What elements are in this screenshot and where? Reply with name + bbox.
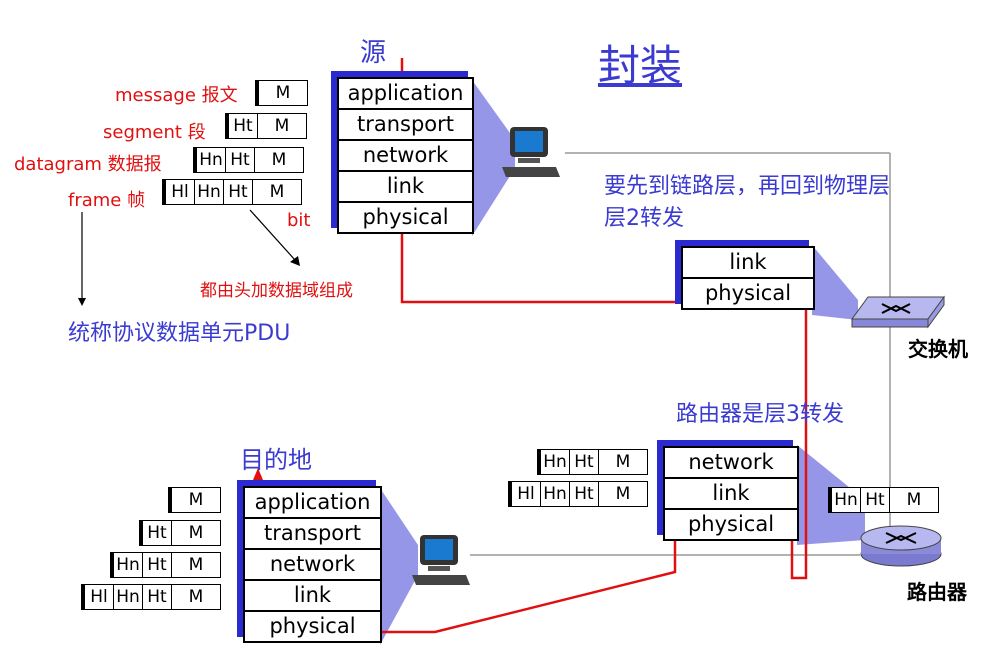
- pdu-frame-label: frame 帧: [68, 190, 146, 211]
- destination-label: 目的地: [240, 446, 312, 474]
- pdu-datagram-label: datagram 数据报: [14, 154, 162, 175]
- pdu-bit-label: bit: [287, 210, 311, 231]
- pdu-summary: 统称协议数据单元PDU: [68, 321, 291, 346]
- pdu-segment-label: segment 段: [103, 122, 206, 143]
- router-label: 路由器: [907, 580, 967, 604]
- source-label: 源: [360, 38, 387, 68]
- pdu-message-label: message 报文: [115, 85, 238, 106]
- packet-message: M: [258, 80, 308, 106]
- layer-network: network: [339, 141, 472, 172]
- switch-protocol-stack: link physical: [681, 246, 815, 310]
- layer-link: link: [665, 479, 797, 510]
- layer-link: link: [683, 248, 813, 279]
- switch-note-line1: 要先到链路层，再回到物理层: [604, 174, 891, 199]
- switch-icon: [851, 295, 945, 329]
- layer-physical: physical: [362, 205, 449, 229]
- destination-computer-icon: [412, 535, 470, 585]
- source-protocol-stack: application transport network link physi…: [337, 77, 474, 234]
- destination-protocol-stack: application transport network link physi…: [243, 486, 382, 643]
- layer-link: link: [339, 172, 472, 203]
- router-protocol-stack: network link physical: [663, 446, 799, 541]
- pdu-header-note: 都由头加数据域组成: [200, 281, 353, 301]
- layer-physical: physical: [269, 614, 356, 638]
- switch-note-line2: 层2转发: [604, 206, 684, 231]
- layer-application: application: [245, 488, 380, 519]
- layer-application: application: [339, 79, 472, 110]
- router-icon: [860, 525, 942, 567]
- layer-transport: transport: [339, 110, 472, 141]
- page-title: 封装: [598, 41, 683, 90]
- switch-label: 交换机: [908, 337, 968, 361]
- layer-physical: physical: [704, 281, 792, 305]
- source-computer-icon: [502, 127, 560, 177]
- layer-network: network: [245, 550, 380, 581]
- router-note: 路由器是层3转发: [676, 402, 844, 427]
- dest-packet-message: M: [171, 487, 221, 513]
- layer-transport: transport: [245, 519, 380, 550]
- layer-physical: physical: [687, 512, 775, 536]
- layer-link: link: [245, 581, 380, 612]
- layer-network: network: [665, 448, 797, 479]
